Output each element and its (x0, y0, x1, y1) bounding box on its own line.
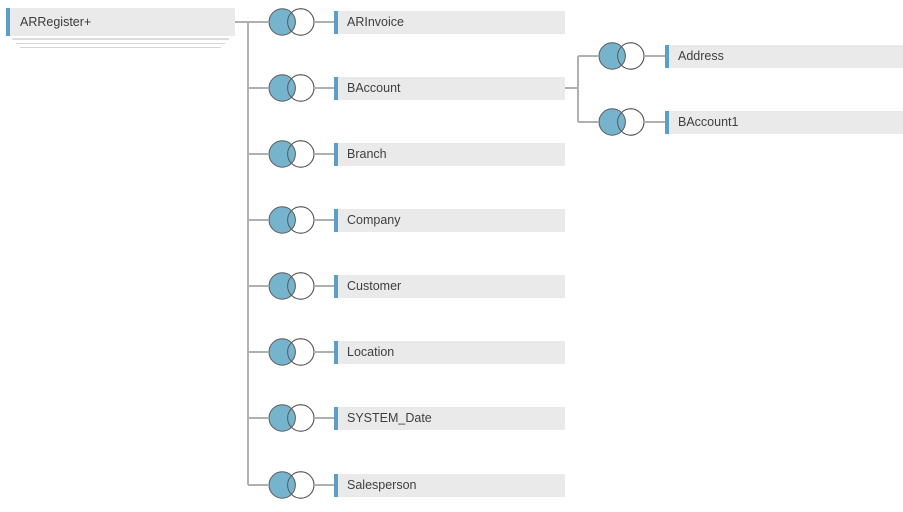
node-customer-accent-bar (334, 274, 338, 298)
node-customer[interactable]: Customer (334, 274, 565, 298)
node-branch[interactable]: Branch (334, 142, 565, 166)
left-join-venn-icon[interactable] (268, 206, 315, 234)
node-salesperson-label: Salesperson (347, 478, 417, 492)
venn-right-circle-outline (617, 42, 645, 70)
node-address[interactable]: Address (665, 44, 903, 68)
left-join-venn-icon[interactable] (598, 42, 645, 70)
venn-right-circle-outline (287, 404, 315, 432)
node-arinvoice-label: ARInvoice (347, 15, 404, 29)
node-address-accent-bar (665, 44, 669, 68)
node-branch-label: Branch (347, 147, 387, 161)
root-node-accent-bar (6, 8, 10, 36)
venn-right-circle-outline (287, 338, 315, 366)
node-location-accent-bar (334, 340, 338, 364)
node-company-label: Company (347, 213, 401, 227)
node-arinvoice-accent-bar (334, 10, 338, 34)
node-baccount-accent-bar (334, 76, 338, 100)
node-customer-label: Customer (347, 279, 402, 293)
venn-right-circle-outline (287, 74, 315, 102)
node-baccount1-accent-bar (665, 110, 669, 134)
node-system-date-label: SYSTEM_Date (347, 411, 432, 425)
left-join-venn-icon[interactable] (268, 8, 315, 36)
node-company[interactable]: Company (334, 208, 565, 232)
node-baccount-label: BAccount (347, 81, 401, 95)
venn-right-circle-outline (287, 272, 315, 300)
node-location-label: Location (347, 345, 395, 359)
venn-right-circle-outline (287, 206, 315, 234)
node-system-date-accent-bar (334, 406, 338, 430)
venn-right-circle-outline (617, 108, 645, 136)
node-company-accent-bar (334, 208, 338, 232)
node-salesperson-accent-bar (334, 473, 338, 497)
node-salesperson[interactable]: Salesperson (334, 473, 565, 497)
venn-right-circle-outline (287, 140, 315, 168)
left-join-venn-icon[interactable] (268, 140, 315, 168)
root-node-sheet-line-2 (16, 43, 225, 44)
venn-right-circle-outline (287, 8, 315, 36)
root-node-label: ARRegister+ (20, 15, 92, 29)
node-address-label: Address (678, 49, 724, 63)
left-join-venn-icon[interactable] (268, 74, 315, 102)
node-arinvoice[interactable]: ARInvoice (334, 10, 565, 34)
node-system-date[interactable]: SYSTEM_Date (334, 406, 565, 430)
node-baccount1[interactable]: BAccount1 (665, 110, 903, 134)
left-join-venn-icon[interactable] (268, 272, 315, 300)
root-node-sheet-line-1 (12, 38, 229, 40)
left-join-venn-icon[interactable] (268, 404, 315, 432)
node-location[interactable]: Location (334, 340, 565, 364)
node-baccount1-label: BAccount1 (678, 115, 739, 129)
left-join-venn-icon[interactable] (598, 108, 645, 136)
left-join-venn-icon[interactable] (268, 338, 315, 366)
venn-right-circle-outline (287, 471, 315, 499)
left-join-venn-icon[interactable] (268, 471, 315, 499)
root-node-arregister[interactable]: ARRegister+ (6, 8, 235, 36)
node-branch-accent-bar (334, 142, 338, 166)
root-node-sheet-line-3 (20, 47, 221, 48)
node-baccount[interactable]: BAccount (334, 76, 565, 100)
